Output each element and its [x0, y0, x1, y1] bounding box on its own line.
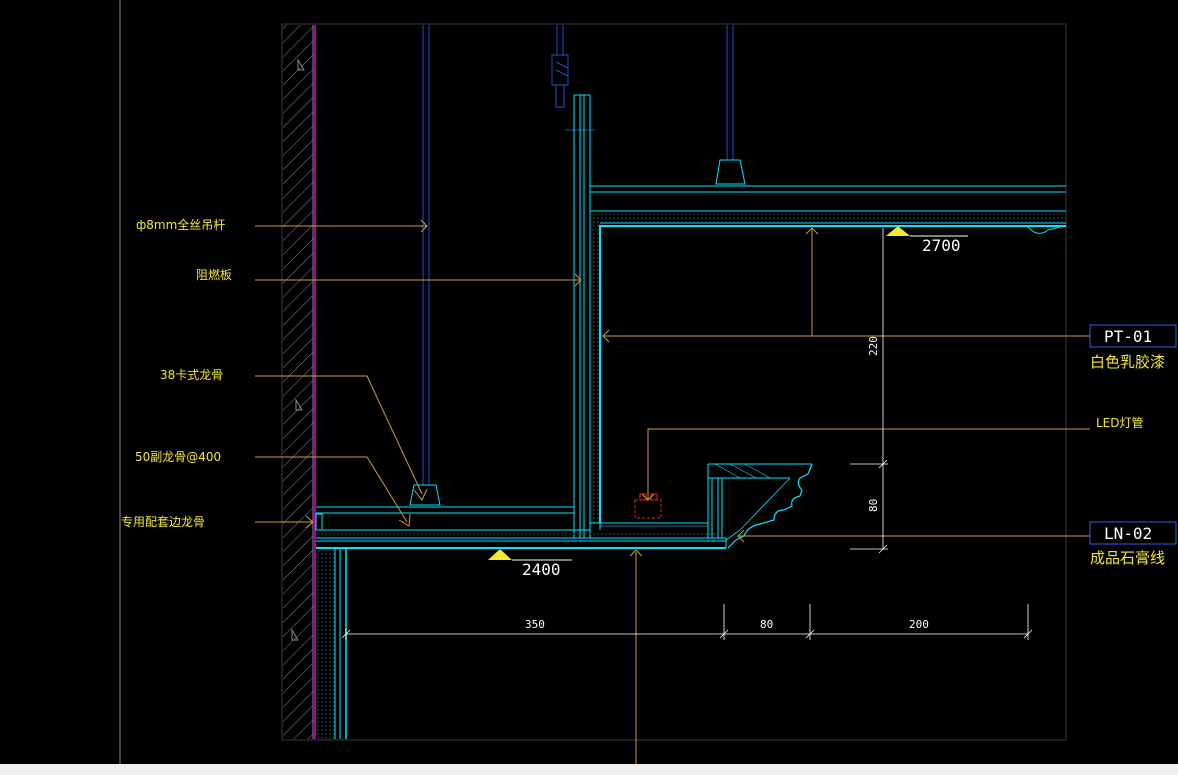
level-marker-upper	[886, 226, 910, 236]
label-keel38: 38卡式龙骨	[160, 368, 223, 382]
wall-hatch	[283, 25, 314, 739]
tag-box-ln	[1089, 521, 1177, 545]
dim-350: 350	[525, 618, 545, 631]
label-plate: 阻燃板	[196, 267, 232, 282]
label-led: LED灯管	[1096, 415, 1144, 430]
status-strip	[0, 764, 1178, 775]
gypsum-cornice	[707, 463, 813, 549]
leader-lines	[255, 219, 1090, 764]
level-lower-text: 2400	[522, 560, 561, 579]
tag-ln-desc: 成品石膏线	[1090, 549, 1165, 567]
label-rod: ф8mm全丝吊杆	[136, 217, 225, 232]
dim-200: 200	[909, 618, 929, 631]
tag-ln-code: LN-02	[1104, 524, 1152, 543]
label-edge-keel: 专用配套边龙骨	[121, 514, 205, 529]
dim-80-horizontal: 80	[760, 618, 773, 631]
tag-pt-desc: 白色乳胶漆	[1090, 353, 1165, 371]
lower-ceiling	[315, 484, 727, 549]
dim-220: 220	[867, 336, 880, 356]
dimension-lines	[341, 228, 1033, 640]
lower-wall-cladding	[317, 548, 347, 739]
hanger-rods	[422, 25, 734, 485]
tag-box-pt	[1089, 324, 1177, 348]
viewport-frame	[281, 23, 1067, 741]
dim-80-vertical: 80	[867, 499, 880, 512]
level-upper-text: 2700	[922, 236, 961, 255]
upper-ceiling	[590, 159, 1066, 234]
drop-partition	[573, 94, 601, 538]
tag-pt-code: PT-01	[1104, 327, 1152, 346]
label-keel50: 50副龙骨@400	[135, 450, 221, 464]
level-marker-lower	[488, 549, 512, 560]
